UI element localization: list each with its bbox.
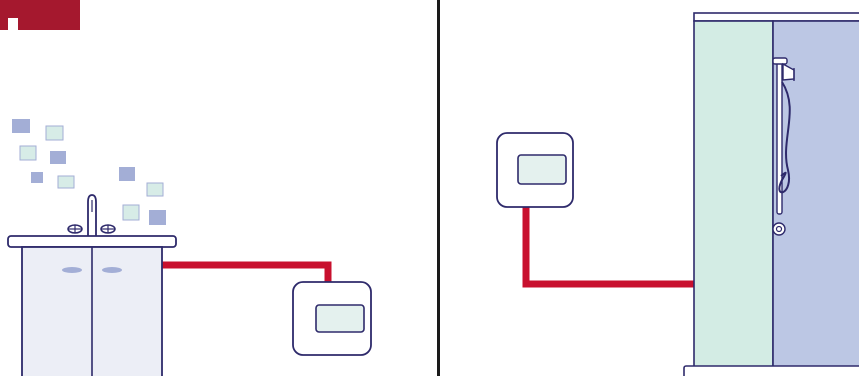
shower-tray: [683, 365, 859, 376]
cold-tap-handle: [100, 224, 116, 234]
water-heater-unit: [292, 281, 372, 356]
water-heater-display: [517, 154, 567, 185]
wall-tile: [12, 119, 30, 133]
wall-tile: [119, 167, 135, 181]
panel-divider: [437, 0, 440, 376]
wall-tile: [31, 172, 43, 183]
cabinet-door-handle-left: [62, 267, 82, 273]
wall-tile: [149, 210, 166, 225]
step-badge-notch: [8, 18, 18, 30]
shower-glass-panel: [693, 20, 774, 369]
water-heater-unit: [496, 132, 574, 208]
sink-cabinet: [21, 246, 163, 376]
hot-tap-handle: [67, 224, 83, 234]
faucet-spout: [87, 194, 97, 238]
wall-tile: [122, 204, 140, 221]
supply-pipe: [522, 206, 697, 288]
wall-tile: [19, 145, 37, 161]
shower-mixer-valve-icon: [772, 222, 786, 236]
shower-installation-panel: [496, 12, 859, 376]
cabinet-door-handle-right: [102, 267, 122, 273]
sink-installation-panel: [7, 119, 372, 376]
shower-head-icon: [772, 57, 795, 81]
wall-tile: [57, 175, 75, 189]
shower-cabin-top: [693, 12, 859, 22]
wall-tile: [45, 125, 64, 141]
wall-tile: [146, 182, 164, 197]
wall-tiles: [12, 119, 166, 225]
water-heater-display: [315, 304, 365, 333]
faucet: [67, 194, 116, 238]
step-badge: [0, 0, 80, 30]
supply-pipe: [161, 261, 332, 283]
sink-countertop: [7, 235, 177, 248]
wall-tile: [50, 151, 66, 164]
shower-hose: [778, 81, 791, 194]
shower-cabin: [683, 12, 859, 376]
